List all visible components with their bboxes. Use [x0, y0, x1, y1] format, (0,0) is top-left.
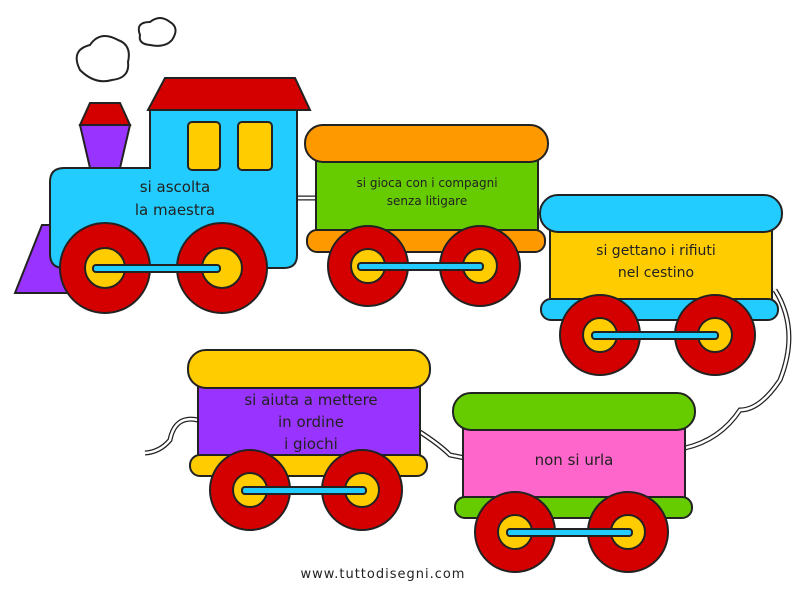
engine-text: si ascolta: [140, 178, 210, 196]
wagon-4: non si urla: [452, 392, 696, 573]
wagon-2: si gettano i rifiuti nel cestino: [539, 194, 783, 376]
svg-text:si gioca con i compagni: si gioca con i compagni: [356, 176, 497, 190]
svg-text:si aiuta a mettere: si aiuta a mettere: [244, 391, 377, 409]
svg-text:nel cestino: nel cestino: [618, 265, 694, 281]
locomotive: si ascolta la maestra: [13, 77, 312, 314]
smoke-clouds: [75, 17, 177, 83]
svg-text:senza litigare: senza litigare: [387, 194, 467, 208]
wagon-3: si aiuta a mettere in ordine i giochi: [187, 349, 431, 531]
window: [237, 121, 273, 171]
wagon-1: si gioca con i compagni senza litigare: [304, 124, 549, 307]
axle: [92, 264, 221, 273]
svg-text:non si urla: non si urla: [535, 451, 614, 469]
window: [187, 121, 221, 171]
website-footer: www.tuttodisegni.com: [301, 567, 466, 582]
chimney: [78, 124, 132, 169]
engine-text: la maestra: [135, 201, 215, 219]
svg-text:i giochi: i giochi: [284, 435, 338, 453]
engine-roof: [146, 77, 312, 111]
svg-text:in ordine: in ordine: [278, 413, 344, 431]
svg-text:si gettano i rifiuti: si gettano i rifiuti: [596, 243, 716, 259]
